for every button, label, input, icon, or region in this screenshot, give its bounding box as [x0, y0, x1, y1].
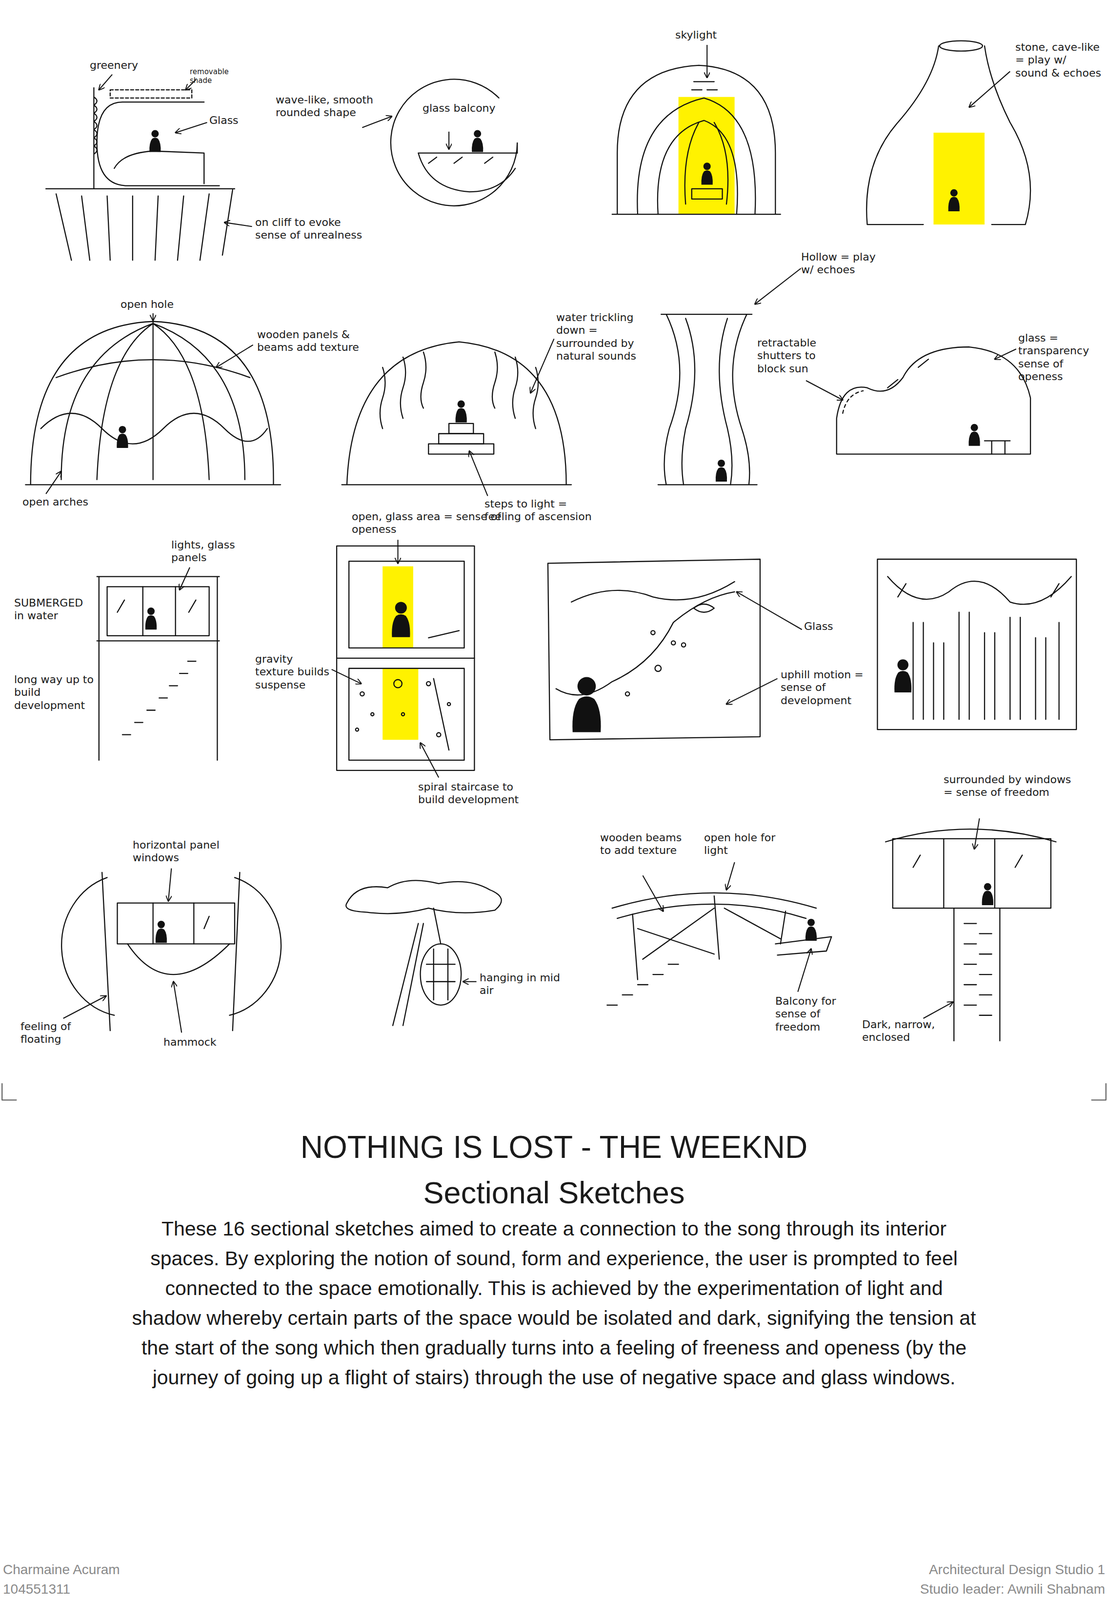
figure-silhouettes: [116, 129, 994, 943]
sketch-annotation: wave-like, smooth rounded shape: [275, 93, 388, 120]
sketch-annotation: uphill motion = sense of development: [780, 668, 875, 707]
footer-text: Architectural Design Studio 1: [594, 1560, 1106, 1579]
sketch-annotation: water trickling down = surrounded by nat…: [556, 311, 659, 363]
description-text: These 16 sectional sketches aimed to cre…: [129, 1213, 979, 1393]
footer-text: Charmaine Acuram: [2, 1560, 411, 1579]
sketch-annotation: retractable shutters to block sun: [757, 336, 841, 376]
sketch-annotation: steps to light = feeling of ascension: [484, 497, 607, 524]
sketch-annotation: Glass: [804, 620, 861, 633]
sketch-annotation: spiral staircase to build development: [418, 780, 526, 807]
sketch-annotation: greenery: [89, 59, 162, 72]
sketch-annotation: hanging in mid air: [479, 971, 562, 998]
sketch-annotation: SUBMERGED in water: [14, 596, 94, 623]
sketch-annotation: wooden beams to add texture: [600, 831, 692, 858]
light-highlight: [382, 97, 985, 740]
sketch-annotation: feeling of floating: [20, 1020, 92, 1047]
sketch-annotation: Balcony for sense of freedom: [775, 994, 863, 1034]
sketch-annotation: hammock: [163, 1035, 245, 1049]
sketch-annotation: Dark, narrow, enclosed: [862, 1018, 949, 1045]
sketch-annotation: long way up to build development: [14, 673, 94, 712]
section-sketches: [1, 40, 1107, 1101]
sketch-annotation: wooden panels & beams add texture: [257, 328, 380, 355]
sheet-title: NOTHING IS LOST - THE WEEKND: [0, 1128, 1108, 1167]
sketch-annotation: open hole: [120, 298, 202, 311]
sketch-annotation: open, glass area = sense of openess: [351, 510, 505, 537]
sketch-annotation: horizontal panel windows: [132, 838, 245, 865]
sketch-annotation: stone, cave-like = play w/ sound & echoe…: [1015, 40, 1103, 80]
sketch-annotation: skylight: [675, 28, 747, 42]
sketch-annotation: open arches: [22, 495, 125, 509]
leader-lines: [45, 44, 1017, 1033]
sketch-annotation: lights, glass panels: [171, 538, 253, 565]
sketch-annotation: open hole for light: [704, 831, 778, 858]
sketch-annotation: Glass: [209, 114, 256, 127]
footer-text: 104551311: [2, 1580, 411, 1598]
sketch-annotation: on cliff to evoke sense of unrealness: [255, 216, 368, 242]
sketch-annotation: removable shade: [189, 67, 243, 85]
sketch-annotation: glass balcony: [422, 101, 504, 115]
sketch-annotation: gravity texture builds suspense: [255, 652, 333, 692]
sketch-annotation: glass = transparency sense of openess: [1018, 331, 1102, 384]
sheet-subtitle: Sectional Sketches: [0, 1173, 1108, 1212]
sketch-annotation: Hollow = play w/ echoes: [801, 250, 888, 277]
sketch-annotation: surrounded by windows = sense of freedom: [943, 773, 1077, 800]
footer-text: Studio leader: Awnili Shabnam: [594, 1580, 1106, 1598]
